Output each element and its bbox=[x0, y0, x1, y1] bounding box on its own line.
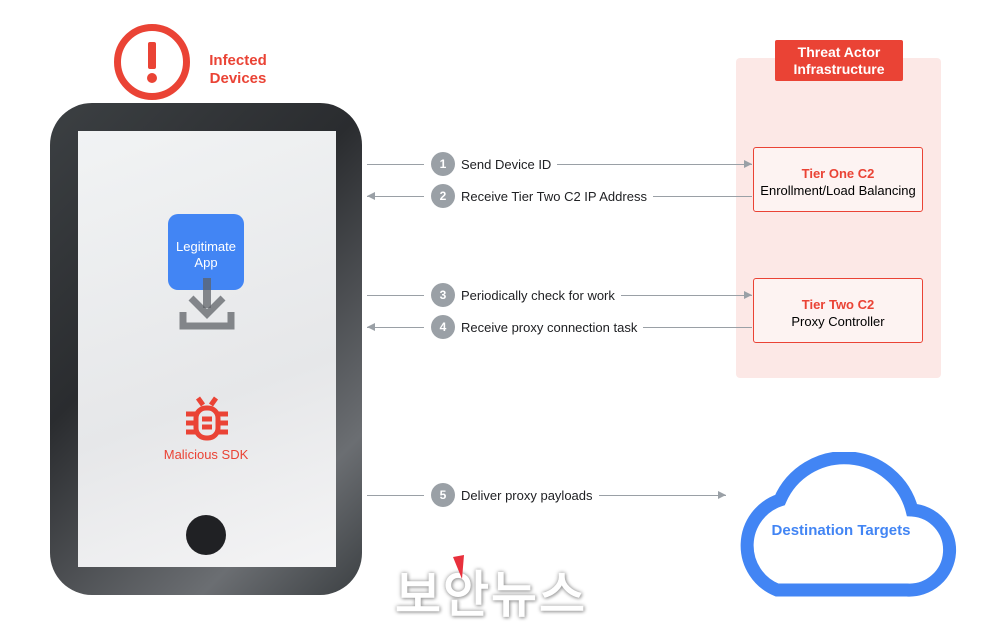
step-number-badge: 5 bbox=[431, 483, 455, 507]
arrowhead-icon bbox=[367, 192, 375, 200]
step-number-badge: 4 bbox=[431, 315, 455, 339]
tier-two-c2-box: Tier Two C2 Proxy Controller bbox=[753, 278, 923, 343]
step-label: Receive proxy connection task bbox=[455, 319, 644, 335]
tier-one-title: Tier One C2 bbox=[801, 166, 875, 181]
legitimate-app-box: Legitimate App bbox=[168, 214, 244, 290]
malicious-sdk-label: Malicious SDK bbox=[163, 447, 249, 462]
tier-one-c2-box: Tier One C2 Enrollment/Load Balancing bbox=[753, 147, 923, 212]
arrowhead-icon bbox=[718, 491, 726, 499]
cloud-icon bbox=[740, 452, 956, 597]
phone-screen bbox=[78, 131, 336, 567]
step-number-badge: 2 bbox=[431, 184, 455, 208]
step-label: Periodically check for work bbox=[455, 287, 621, 303]
exclamation-circle-icon bbox=[114, 24, 190, 100]
step-label: Receive Tier Two C2 IP Address bbox=[455, 188, 653, 204]
step-number-badge: 3 bbox=[431, 283, 455, 307]
bug-icon bbox=[186, 396, 228, 441]
tier-one-subtitle: Enrollment/Load Balancing bbox=[760, 183, 916, 198]
home-button bbox=[186, 515, 226, 555]
infected-devices-label: Infected Devices bbox=[209, 52, 267, 87]
arrowhead-icon bbox=[744, 160, 752, 168]
watermark: 보안뉴스 bbox=[395, 567, 587, 623]
arrow-line bbox=[367, 164, 752, 165]
arrowhead-icon bbox=[367, 323, 375, 331]
destination-targets-label: Destination Targets bbox=[771, 522, 911, 539]
step-label: Deliver proxy payloads bbox=[455, 487, 599, 503]
tier-two-title: Tier Two C2 bbox=[801, 297, 875, 312]
arrowhead-icon bbox=[744, 291, 752, 299]
infrastructure-title: Threat Actor Infrastructure bbox=[775, 40, 903, 81]
tier-two-subtitle: Proxy Controller bbox=[791, 314, 885, 329]
step-number-badge: 1 bbox=[431, 152, 455, 176]
watermark-pin-icon bbox=[453, 555, 464, 579]
download-icon bbox=[179, 278, 235, 330]
step-label: Send Device ID bbox=[455, 156, 558, 172]
